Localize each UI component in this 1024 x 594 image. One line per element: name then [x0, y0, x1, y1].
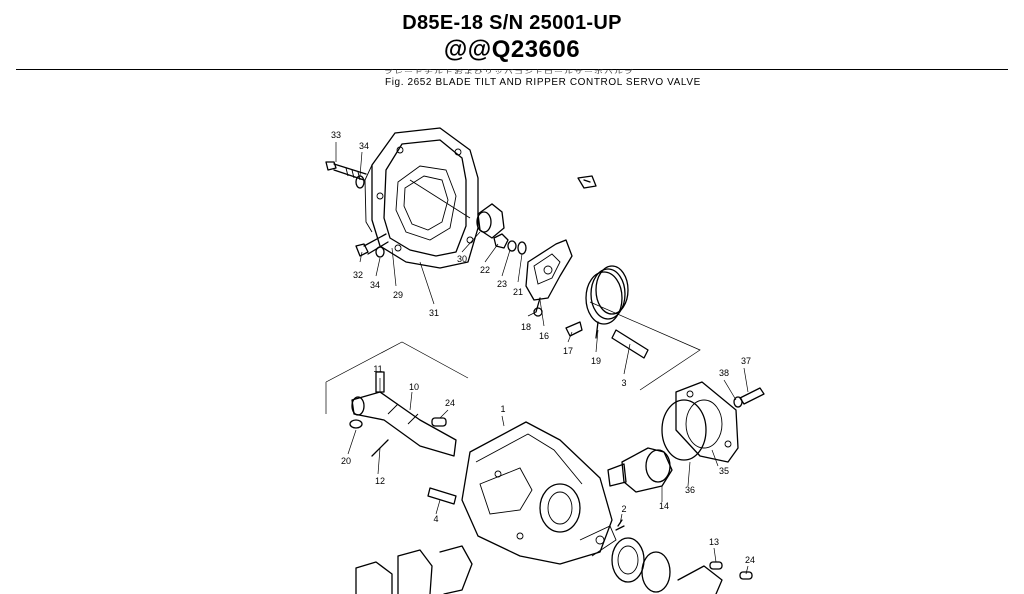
- spool-10: [351, 391, 457, 457]
- direction-arrow-icon: [577, 175, 597, 189]
- callout-labels: 3334302223213234293118161719311102413738…: [331, 130, 755, 565]
- callout-34: 34: [359, 141, 369, 151]
- washer-21: [517, 241, 527, 255]
- callout-30: 30: [457, 254, 467, 264]
- bolt-32: [355, 233, 389, 257]
- callout-32: 32: [353, 270, 363, 280]
- callout-19: 19: [591, 356, 601, 366]
- plate-lower: [355, 561, 393, 594]
- callout-20: 20: [341, 456, 351, 466]
- header-divider: [16, 69, 1008, 70]
- callout-22: 22: [480, 265, 490, 275]
- pin-17: [565, 321, 583, 337]
- callout-17: 17: [563, 346, 573, 356]
- callout-14: 14: [659, 501, 669, 511]
- code-title: @@Q23606: [443, 36, 581, 63]
- callout-31: 31: [429, 308, 439, 318]
- callout-2: 2: [621, 504, 626, 514]
- callout-34: 34: [370, 280, 380, 290]
- servo-cover-housing: [364, 127, 479, 269]
- callout-21: 21: [513, 287, 523, 297]
- ring-20: [349, 419, 363, 429]
- callout-23: 23: [497, 279, 507, 289]
- key-24-left: [431, 417, 447, 427]
- leader-lines: [335, 142, 749, 575]
- callout-12: 12: [375, 476, 385, 486]
- seal-ring: [611, 537, 645, 583]
- callout-10: 10: [409, 382, 419, 392]
- washer-38: [733, 396, 743, 408]
- callout-35: 35: [719, 466, 729, 476]
- gasket-lower: [439, 545, 473, 594]
- piston-30: [476, 203, 505, 239]
- spring-19: [585, 265, 629, 339]
- o-ring-36: [661, 399, 707, 461]
- washer-23: [507, 240, 517, 252]
- callout-38: 38: [719, 368, 729, 378]
- lower-housing: [677, 565, 723, 594]
- spring-2: [615, 519, 625, 531]
- washer-34-lower: [375, 246, 385, 258]
- callout-1: 1: [500, 404, 505, 414]
- pin-4: [427, 487, 457, 505]
- callout-16: 16: [539, 331, 549, 341]
- washer-34-upper: [355, 175, 365, 189]
- callout-29: 29: [393, 290, 403, 300]
- nut-18: [533, 307, 543, 317]
- callout-13: 13: [709, 537, 719, 547]
- key-13: [709, 561, 723, 570]
- callout-37: 37: [741, 356, 751, 366]
- pin-11: [375, 371, 385, 393]
- figure-caption: Fig. 2652 BLADE TILT AND RIPPER CONTROL …: [385, 77, 701, 88]
- callout-18: 18: [521, 322, 531, 332]
- callout-24: 24: [445, 398, 455, 408]
- valve-body-1: [461, 421, 617, 565]
- callout-36: 36: [685, 485, 695, 495]
- japanese-caption: ブレードチルトおよびリッパコントロールサーボバルブ: [384, 69, 635, 76]
- gasket-plate-lower: [397, 549, 433, 594]
- callout-33: 33: [331, 130, 341, 140]
- piston-14: [607, 447, 673, 493]
- plug-22: [493, 233, 509, 249]
- lever-16: [525, 239, 573, 313]
- callout-3: 3: [621, 378, 626, 388]
- cover-35: [675, 381, 739, 463]
- callout-24: 24: [745, 555, 755, 565]
- model-title: D85E-18 S/N 25001-UP: [402, 12, 622, 34]
- key-24-right: [739, 571, 753, 580]
- bolt-37: [739, 387, 765, 405]
- pin-3: [611, 329, 649, 359]
- snap-ring: [641, 551, 671, 593]
- callout-4: 4: [433, 514, 438, 524]
- bolt-33: [325, 161, 367, 181]
- callout-11: 11: [373, 364, 382, 374]
